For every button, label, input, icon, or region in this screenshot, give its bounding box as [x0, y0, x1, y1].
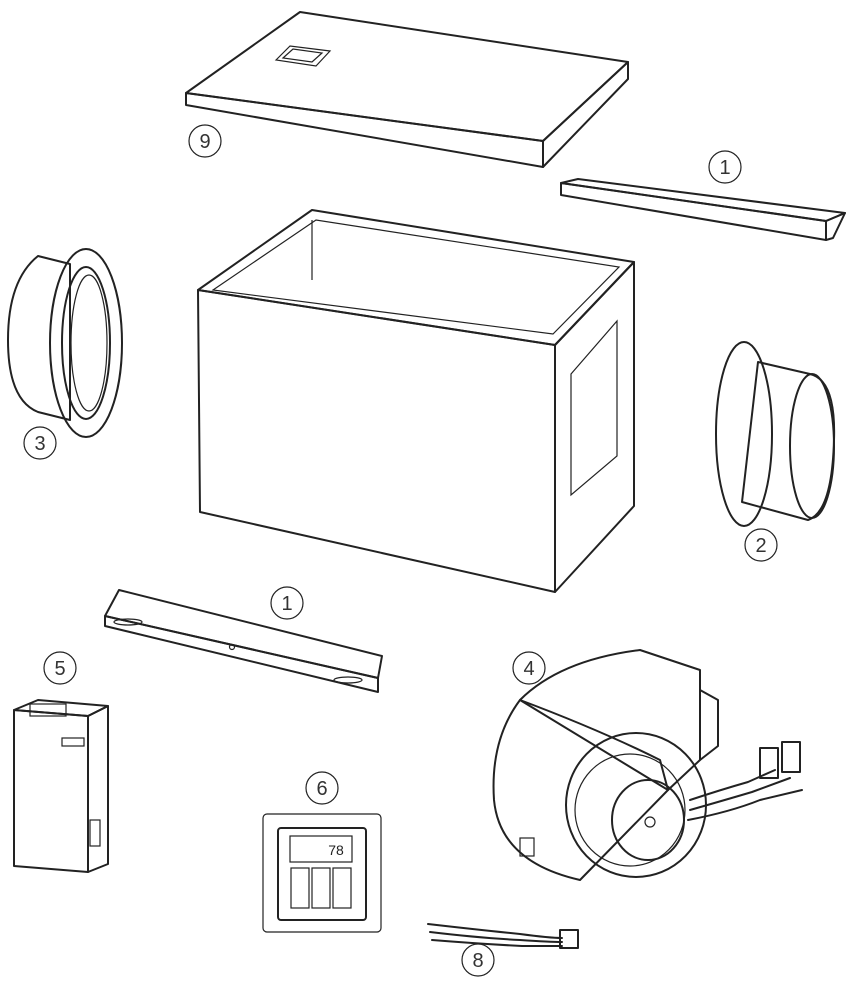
svg-text:8: 8	[472, 950, 483, 972]
control-box	[13, 699, 109, 873]
callout-5: 5	[43, 651, 77, 685]
thermostat-temperature-readout: 78	[328, 842, 344, 858]
svg-text:4: 4	[523, 658, 534, 680]
top-mounting-bracket	[560, 178, 846, 241]
wall-thermostat: 78	[262, 813, 382, 933]
svg-text:1: 1	[719, 157, 730, 179]
callout-8: 8	[461, 943, 495, 977]
svg-text:2: 2	[755, 535, 766, 557]
thermostat-button	[290, 867, 310, 909]
thermostat-button	[311, 867, 331, 909]
cabinet-side-access-panel	[570, 319, 618, 497]
bottom-mounting-bracket	[104, 589, 383, 693]
blower-assembly	[492, 649, 803, 881]
wire-harness	[427, 923, 579, 949]
callout-3: 3	[23, 426, 57, 460]
svg-text:5: 5	[54, 658, 65, 680]
left-duct-collar	[7, 248, 123, 438]
svg-text:9: 9	[199, 131, 210, 153]
callout-2: 2	[744, 528, 778, 562]
callout-1-top: 1	[708, 150, 742, 184]
lid-access-plate	[274, 45, 332, 67]
svg-text:1: 1	[281, 593, 292, 615]
cabinet-box	[197, 209, 635, 593]
right-duct-collar	[715, 341, 836, 527]
callout-1-bottom: 1	[270, 586, 304, 620]
callout-4: 4	[512, 651, 546, 685]
callout-9: 9	[188, 124, 222, 158]
svg-text:3: 3	[34, 433, 45, 455]
svg-text:6: 6	[316, 778, 327, 800]
thermostat-button	[332, 867, 352, 909]
lid-panel	[185, 11, 629, 168]
callout-6: 6	[305, 771, 339, 805]
